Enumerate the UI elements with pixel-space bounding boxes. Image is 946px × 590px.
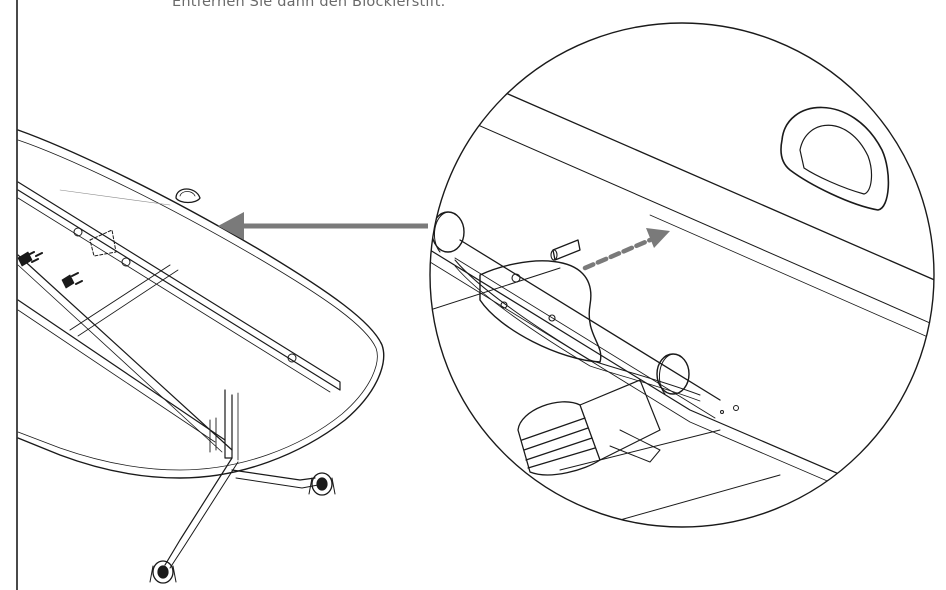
pin-removal-arrow [582, 228, 670, 271]
table-handle-detail [780, 106, 890, 211]
table-top [17, 129, 385, 479]
spring-left [17, 251, 83, 289]
table-handle [175, 188, 201, 204]
roller-cap [431, 211, 465, 253]
instruction-text: Entfernen Sie dann den Blockierstift. [172, 0, 446, 10]
caster-wheel [308, 472, 336, 496]
table-leg [224, 389, 233, 459]
detail-magnified-view [429, 22, 935, 528]
direction-arrow [218, 212, 428, 240]
table-overview-drawing [17, 129, 385, 584]
mechanism-bracket [454, 259, 701, 402]
page-margin-rule [16, 0, 18, 590]
frame-rail [17, 181, 341, 391]
caster-wheel [149, 560, 177, 584]
blocking-pin [550, 239, 581, 261]
roller-cap [656, 353, 690, 395]
gas-spring-detail [517, 379, 661, 476]
